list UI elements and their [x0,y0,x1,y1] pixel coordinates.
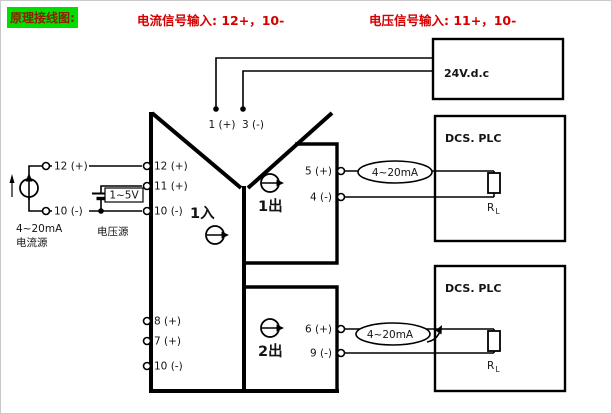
module-terminal-9 [336,348,346,358]
load-resistor-2 [487,330,501,352]
signal-range-2-label: 4~20mA [367,329,414,341]
terminal-9-label: 9 (-) [310,348,332,360]
module-terminal-6 [336,324,346,334]
rl-sub-1: L [496,207,501,216]
terminal-4-label: 4 (-) [310,192,332,204]
dcs2-label: DCS. PLC [445,282,501,295]
voltage-input-note: 电压信号输入: 11+，10- [369,13,517,28]
output1-section-outline [246,142,339,265]
module-funnel-left [150,111,243,190]
voltage-range-label: 1~5V [109,190,139,202]
terminal-11-label: 11 (+) [154,181,188,193]
output2-section-outline [246,285,339,391]
label-mask [52,205,89,216]
output2-label: 2出 [258,342,283,360]
signal-range-1-label: 4~20mA [372,167,419,179]
dcs1-label: DCS. PLC [445,132,501,145]
wire-input-11 [100,185,142,193]
module-terminal-12 [142,161,152,171]
source-terminal-12-label: 12 (+) [54,161,88,173]
terminal-10b-label: 10 (-) [154,361,183,373]
module-terminal-10b [142,361,152,371]
junction-dot [213,106,219,112]
module-terminal-5 [336,166,346,176]
wire-source-top [28,165,42,175]
current-direction-arrowhead [9,174,15,183]
terminal-7-label: 7 (+) [154,336,181,348]
module-terminal-10 [142,206,152,216]
terminal-5-label: 5 (+) [305,166,332,178]
power-terminal-3-label: 3 (-) [242,119,264,131]
source-terminal-10 [41,206,51,216]
terminal-6-label: 6 (+) [305,324,332,336]
module-terminal-4 [336,192,346,202]
wire-power-negative [242,70,433,109]
signal-oval-2-arrowhead [435,325,442,335]
wire-source-bottom [28,197,42,212]
module-terminal-11 [142,181,152,191]
current-source-range-label: 4~20mA [16,223,63,235]
input1-label: 1入 [190,205,215,222]
junction-dot [240,106,246,112]
module-body-outline [149,112,339,393]
source-terminal-12 [41,161,51,171]
source-terminal-10-label: 10 (-) [54,206,83,218]
power-terminal-1-label: 1 (+) [208,119,235,131]
rl-sub-2: L [496,365,501,374]
junction-dot [98,208,104,214]
output1-label: 1出 [258,197,283,215]
signal-oval-1 [357,160,433,184]
output1-transfer-arrowhead [276,179,284,187]
rl-label-1: R [487,202,494,214]
power-supply-label: 24V.d.c [444,67,489,80]
current-input-note: 电流信号输入: 12+，10- [137,13,285,28]
rl-label-2: R [487,360,494,372]
voltage-range-box [104,187,144,203]
load-resistor-1 [487,172,501,194]
input1-transfer-arrowhead [221,231,229,239]
current-source-name-label: 电流源 [16,236,48,249]
wire-power-positive [215,57,433,109]
signal-oval-2 [355,322,431,346]
terminal-12-label: 12 (+) [154,161,188,173]
module-funnel-right [246,111,334,190]
output2-transfer-arrowhead [276,324,284,332]
module-terminal-7 [142,336,152,346]
terminal-8-label: 8 (+) [154,316,181,328]
label-mask [52,160,89,171]
current-source-arrowhead [25,173,33,182]
voltage-source-name-label: 电压源 [97,225,129,238]
power-supply-box [431,37,565,101]
terminal-10-label: 10 (-) [154,206,183,218]
module-terminal-8 [142,316,152,326]
page-title: 原理接线图: [7,7,78,28]
